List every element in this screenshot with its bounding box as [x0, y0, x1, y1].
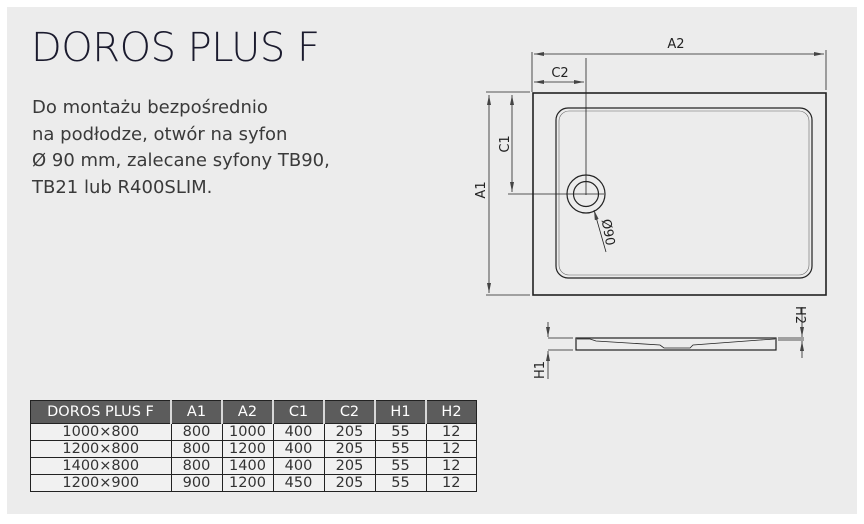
cell-a2: 1000: [221, 423, 274, 441]
description-line: na podłodze, otwór na syfon: [32, 123, 288, 145]
cell-c2: 205: [323, 440, 376, 458]
cell-h1: 55: [374, 440, 427, 458]
cell-c2: 205: [323, 474, 376, 492]
table-header-row: DOROS PLUS F A1 A2 C1 C2 H1 H2: [30, 400, 477, 424]
label-h2: H2: [792, 306, 807, 324]
header-c1: C1: [272, 400, 325, 424]
cell-c2: 205: [323, 457, 376, 475]
cell-c2: 205: [323, 423, 376, 441]
cell-h2: 12: [425, 457, 477, 475]
product-title: DOROS PLUS F: [31, 25, 320, 71]
cell-model: 1400×800: [30, 457, 172, 475]
header-a2: A2: [221, 400, 274, 424]
tray-profile: [575, 337, 777, 351]
side-view-labels: H1 H2: [533, 306, 807, 379]
header-c2: C2: [323, 400, 376, 424]
label-a2: A2: [667, 37, 684, 52]
product-description: Do montażu bezpośrednio na podłodze, otw…: [32, 95, 330, 201]
cell-a1: 900: [170, 474, 223, 492]
table-row: 1200×900 900 1200 450 205 55 12: [30, 474, 477, 492]
description-line: Do montażu bezpośrednio: [32, 97, 268, 118]
cell-h2: 12: [425, 440, 477, 458]
table-row: 1400×800 800 1400 400 205 55 12: [30, 457, 477, 475]
top-view: [486, 50, 827, 296]
drain-inner-ring: [572, 180, 600, 208]
cell-a2: 1400: [221, 457, 274, 475]
cell-model: 1200×800: [30, 440, 172, 458]
cell-c1: 400: [272, 423, 325, 441]
description-line: Ø 90 mm, zalecane syfony TB90,: [32, 150, 330, 171]
cell-h2: 12: [425, 423, 477, 441]
header-h2: H2: [425, 400, 477, 424]
cell-model: 1200×900: [30, 474, 172, 492]
cell-c1: 400: [272, 440, 325, 458]
description-line: TB21 lub R400SLIM.: [32, 176, 213, 198]
cell-h2: 12: [425, 474, 477, 492]
cell-c1: 400: [272, 457, 325, 475]
cell-h1: 55: [374, 423, 427, 441]
cell-h1: 55: [374, 474, 427, 492]
header-a1: A1: [170, 400, 223, 424]
label-a1: A1: [474, 181, 489, 198]
header-h1: H1: [374, 400, 427, 424]
table-row: 1000×800 800 1000 400 205 55 12: [30, 423, 477, 441]
dimensions-table: DOROS PLUS F A1 A2 C1 C2 H1 H2 1000×800 …: [30, 400, 477, 492]
drain-outer-ring: [566, 174, 606, 214]
cell-h1: 55: [374, 457, 427, 475]
side-view: [546, 307, 804, 379]
cell-a1: 800: [170, 440, 223, 458]
cell-c1: 450: [272, 474, 325, 492]
label-drain-diameter: Ø90: [598, 218, 617, 247]
table-row: 1200×800 800 1200 400 205 55 12: [30, 440, 477, 458]
label-c1: C1: [498, 135, 513, 152]
tray-basin: [555, 107, 813, 279]
header-model: DOROS PLUS F: [30, 400, 172, 424]
cell-model: 1000×800: [30, 423, 172, 441]
cell-a2: 1200: [221, 474, 274, 492]
cell-a1: 800: [170, 423, 223, 441]
cell-a1: 800: [170, 457, 223, 475]
cell-a2: 1200: [221, 440, 274, 458]
top-view-labels: A2 C2 C1 A1 Ø90: [474, 37, 685, 247]
label-h1: H1: [533, 361, 548, 379]
label-c2: C2: [551, 66, 568, 81]
